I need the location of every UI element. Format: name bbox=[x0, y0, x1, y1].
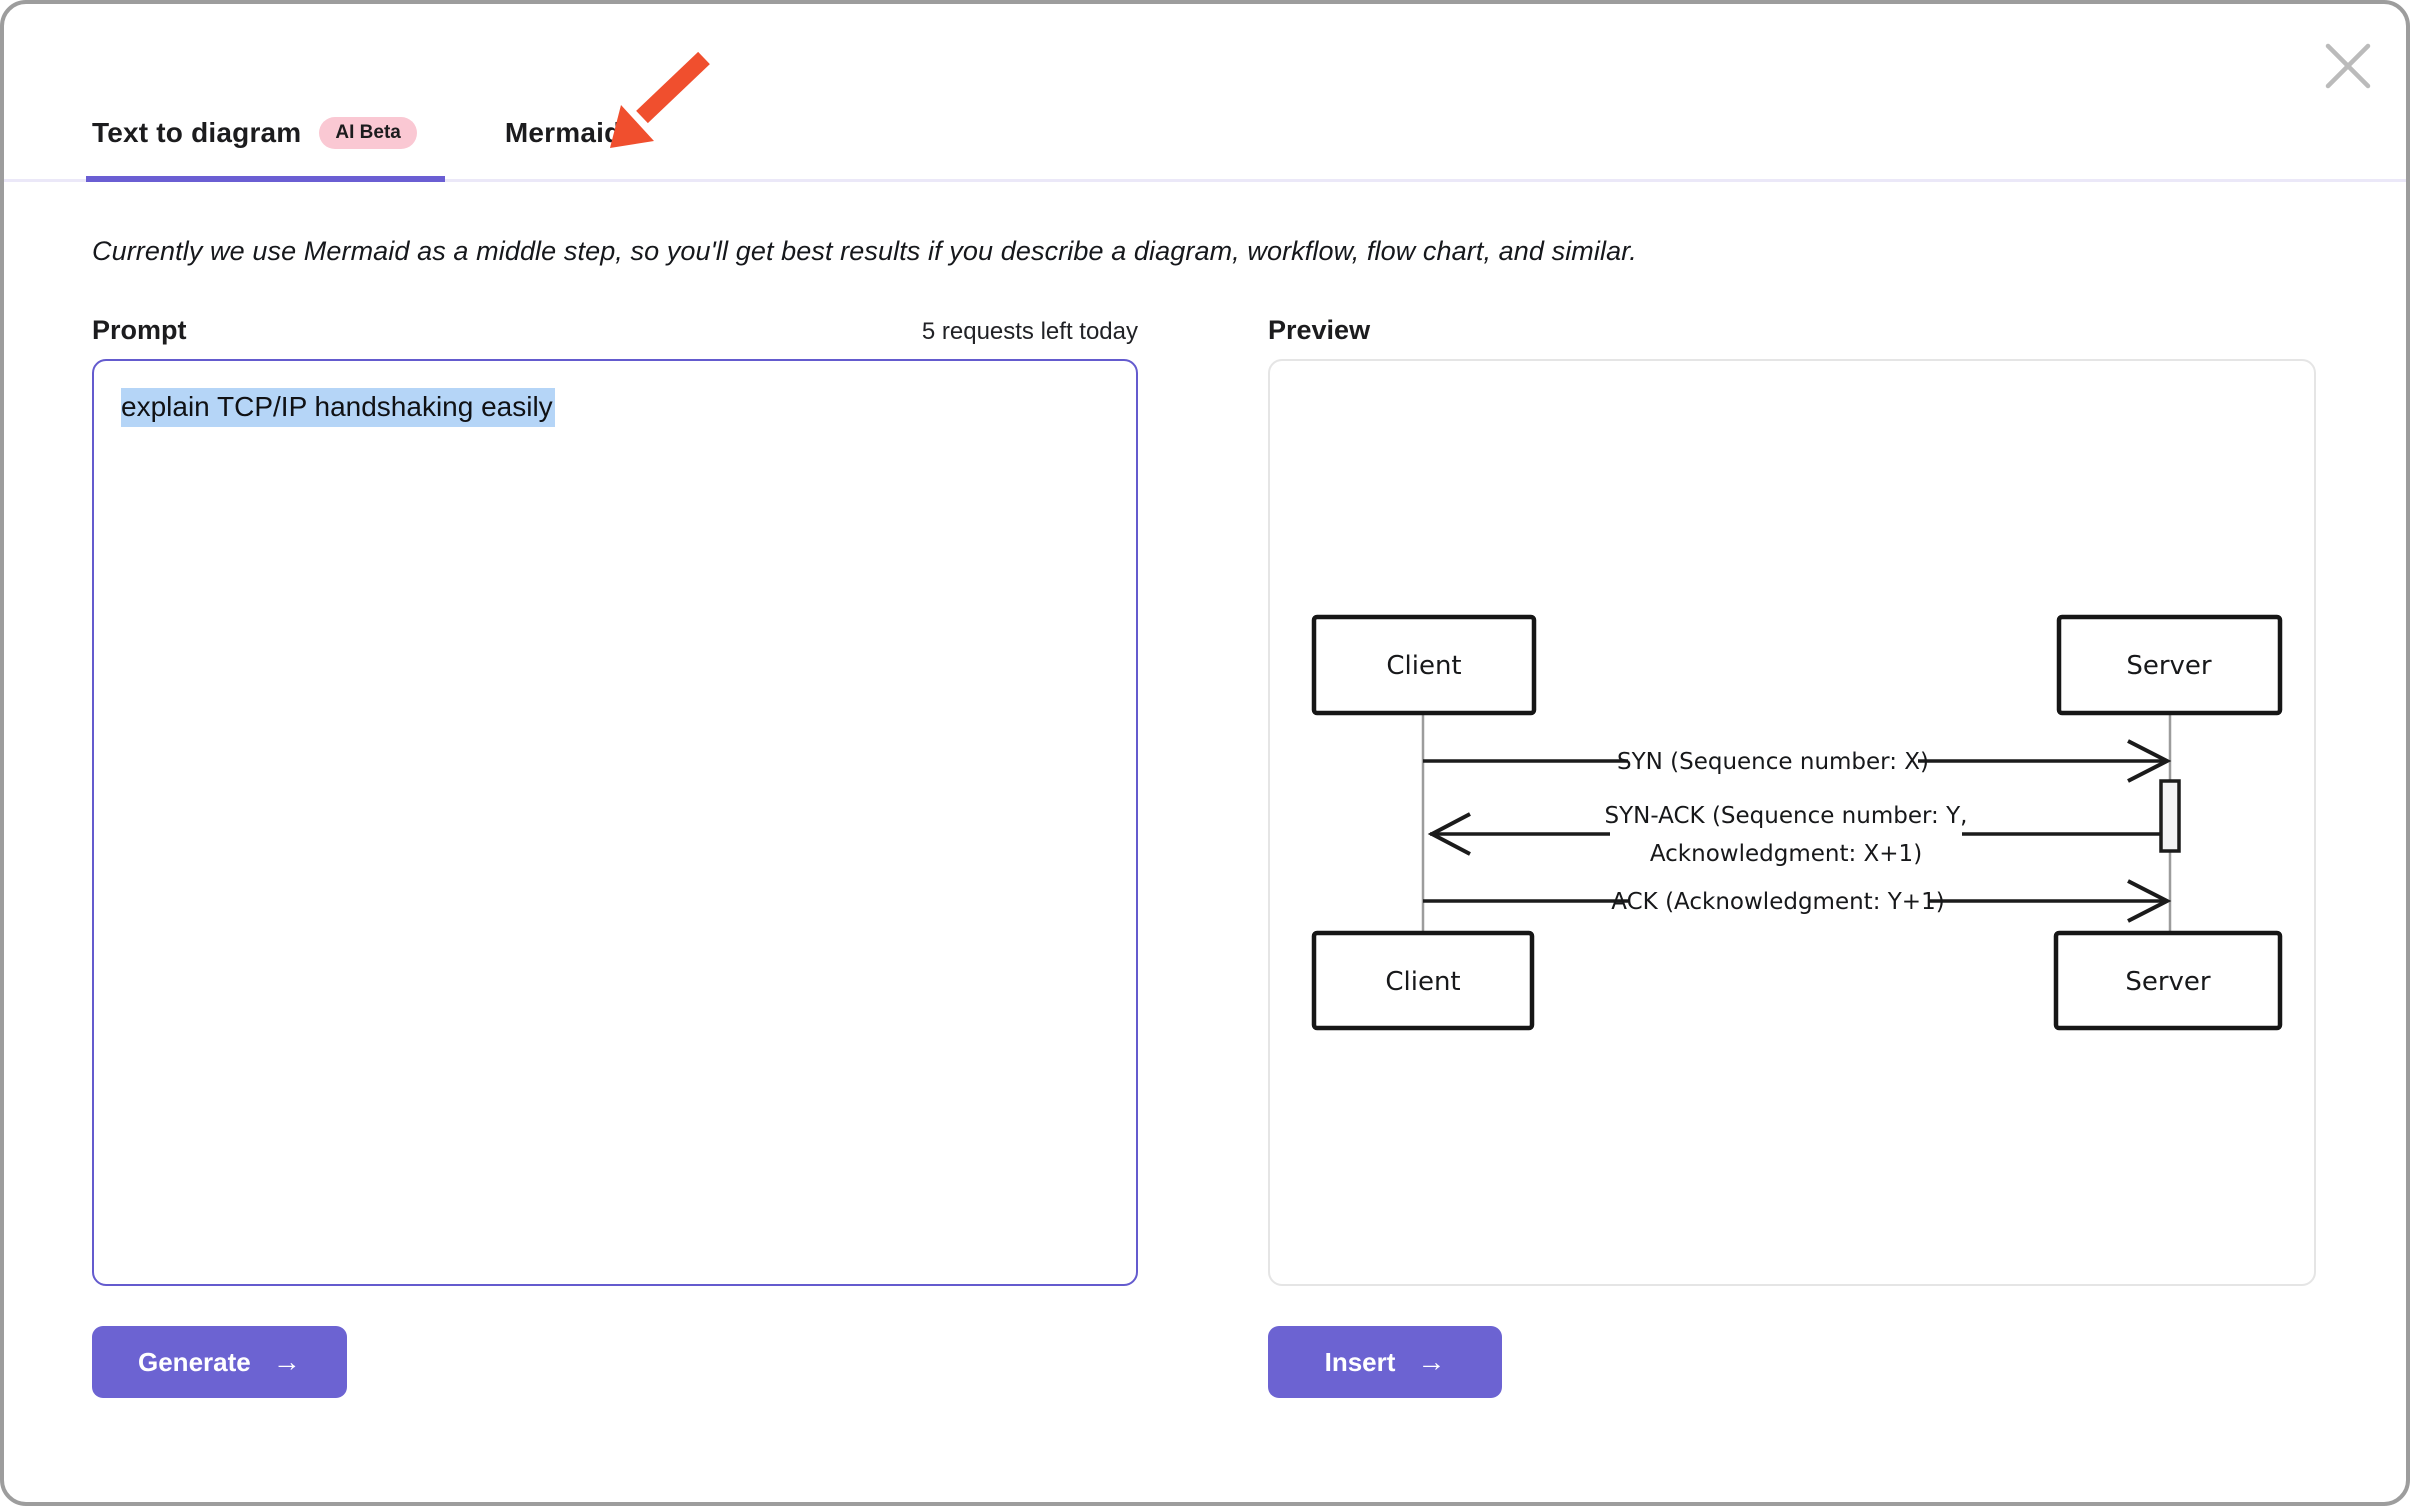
syn-ack-message-label-line2: Acknowledgment: X+1) bbox=[1650, 841, 1922, 867]
insert-button[interactable]: Insert → bbox=[1268, 1326, 1502, 1398]
tab-bar: Text to diagram AI Beta Mermaid bbox=[4, 4, 2406, 182]
generate-button-label: Generate bbox=[138, 1346, 251, 1377]
server-box-bottom bbox=[2053, 930, 2283, 1031]
prompt-section: Prompt 5 requests left today explain TCP… bbox=[92, 315, 1138, 1398]
syn-arrowhead-icon bbox=[2127, 739, 2172, 783]
tab-mermaid-label: Mermaid bbox=[504, 117, 622, 148]
dialog-content: Currently we use Mermaid as a middle ste… bbox=[4, 236, 2406, 1398]
preview-canvas: SYN (Sequence number: X) SYN-ACK (Sequen… bbox=[1268, 359, 2316, 1286]
tab-text-to-diagram-label: Text to diagram bbox=[92, 117, 302, 148]
generate-button[interactable]: Generate → bbox=[92, 1326, 347, 1398]
server-top-label: Server bbox=[2126, 651, 2212, 681]
syn-ack-arrowhead-icon bbox=[1427, 812, 1471, 856]
ack-message-label: ACK (Acknowledgment: Y+1) bbox=[1611, 889, 1944, 915]
prompt-label: Prompt bbox=[92, 315, 187, 345]
server-box-top bbox=[2056, 614, 2283, 716]
insert-button-label: Insert bbox=[1324, 1346, 1396, 1377]
sequence-diagram: SYN (Sequence number: X) SYN-ACK (Sequen… bbox=[1311, 614, 2283, 1031]
client-box-bottom bbox=[1311, 930, 1535, 1031]
helper-text: Currently we use Mermaid as a middle ste… bbox=[92, 236, 1637, 266]
close-icon bbox=[2325, 43, 2371, 89]
syn-message-label: SYN (Sequence number: X) bbox=[1617, 749, 1929, 775]
close-button[interactable] bbox=[2320, 38, 2376, 94]
ack-arrowhead-icon bbox=[2127, 879, 2172, 923]
prompt-input-value: explain TCP/IP handshaking easily bbox=[121, 388, 555, 427]
tab-text-to-diagram[interactable]: Text to diagram AI Beta bbox=[86, 117, 445, 182]
annotation-arrow-icon bbox=[610, 51, 710, 148]
syn-ack-message-label-line1: SYN-ACK (Sequence number: Y, bbox=[1605, 803, 1968, 829]
syn-ack-label-mask bbox=[1610, 797, 1962, 869]
tab-mermaid[interactable]: Mermaid bbox=[505, 117, 622, 179]
requests-left-text: 5 requests left today bbox=[921, 318, 1138, 345]
client-top-label: Client bbox=[1386, 651, 1461, 681]
preview-label: Preview bbox=[1268, 315, 1371, 345]
server-bottom-label: Server bbox=[2125, 967, 2211, 997]
prompt-input[interactable]: explain TCP/IP handshaking easily bbox=[92, 359, 1138, 1286]
preview-section: Preview SYN (Sequence number: X) bbox=[1268, 315, 2316, 1398]
arrow-right-icon: → bbox=[1417, 1346, 1446, 1377]
syn-label-mask bbox=[1628, 743, 1918, 777]
client-bottom-label: Client bbox=[1385, 967, 1460, 997]
arrow-right-icon: → bbox=[272, 1346, 301, 1377]
ack-label-mask bbox=[1628, 883, 1928, 917]
ai-beta-badge: AI Beta bbox=[319, 117, 417, 149]
server-activation-bar bbox=[2159, 779, 2181, 853]
client-box-top bbox=[1311, 614, 1537, 716]
